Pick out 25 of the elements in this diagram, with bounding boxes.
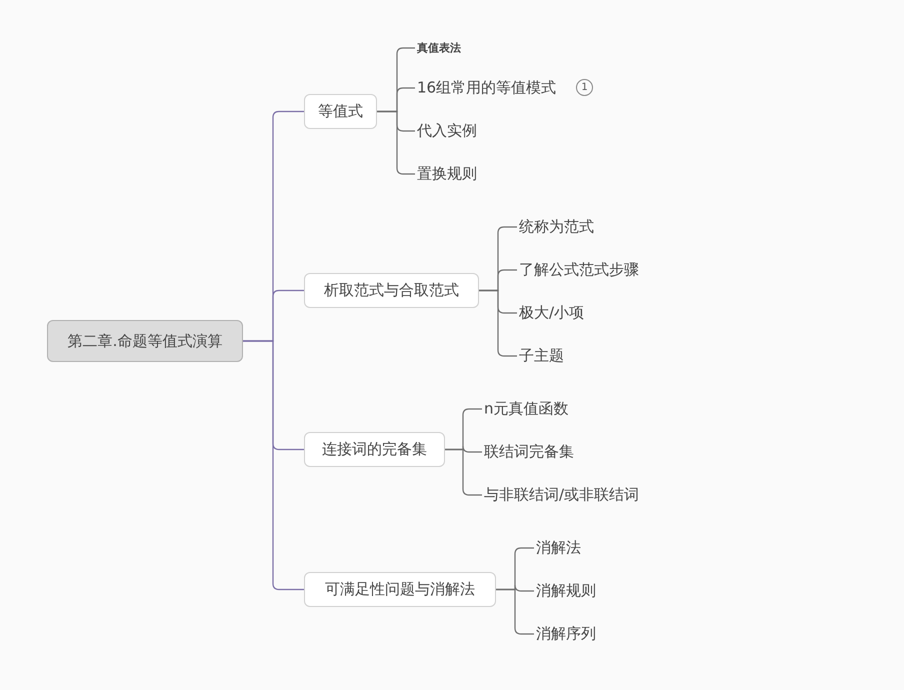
subtopic-text: 置换规则: [416, 164, 478, 184]
subtopic-text: 与非联结词/或非联结词: [483, 486, 640, 504]
subtopic-text: 了解公式范式步骤: [518, 260, 640, 280]
subtopic-text: 消解序列: [535, 624, 597, 644]
subtopic-text: 消解法: [535, 538, 582, 558]
subtopic-text: 代入实例: [416, 122, 478, 140]
subtopic-text: 统称为范式: [518, 218, 595, 236]
branch-line: [243, 340, 304, 590]
topic-box: 可满足性问题与消解法: [304, 572, 496, 607]
branch-line: [479, 290, 517, 357]
branch-line: [496, 588, 534, 635]
topic-box: 连接词的完备集: [304, 432, 445, 467]
number-badge: 1: [576, 79, 594, 96]
branch-line: [445, 448, 482, 496]
subtopic-text: 极大/小项: [518, 304, 586, 322]
branch-line: [377, 110, 415, 175]
topic-box: 等值式: [304, 94, 377, 129]
subtopic-text: 16组常用的等值模式: [416, 78, 558, 98]
subtopic-text: n元真值函数: [483, 400, 570, 418]
subtopic-text: 消解规则: [535, 582, 597, 600]
subtopic-text: 子主题: [518, 346, 565, 366]
central-topic-box: 第二章.命题等值式演算: [47, 320, 243, 362]
topic-box: 析取范式与合取范式: [304, 273, 479, 308]
subtopic-text: 联结词完备集: [483, 442, 575, 462]
subtopic-text: 真值表法: [416, 40, 462, 56]
